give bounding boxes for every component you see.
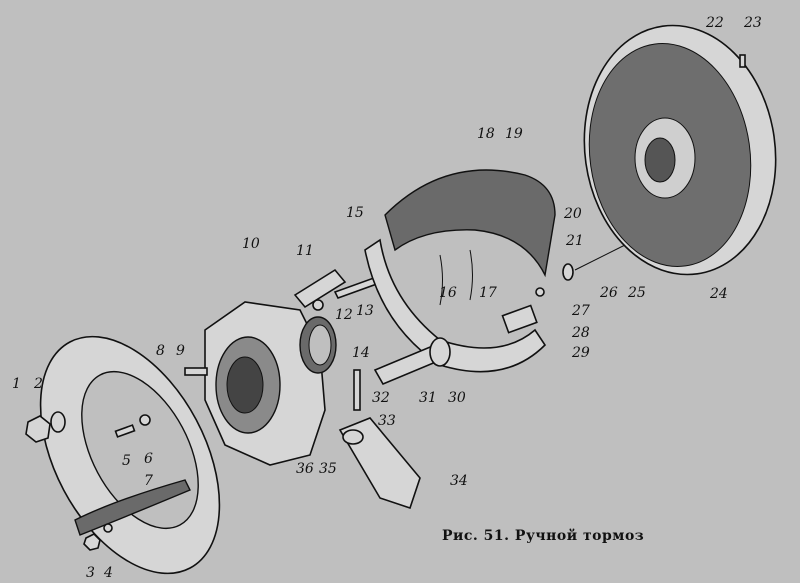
part-label-26: 26	[599, 285, 618, 301]
part-label-2: 2	[33, 376, 43, 392]
part-label-14: 14	[352, 345, 370, 361]
part-label-22: 22	[705, 15, 724, 31]
part-label-1: 1	[12, 376, 21, 392]
brake-cam	[373, 337, 451, 386]
part-label-6: 6	[144, 451, 153, 467]
part-label-5: 5	[122, 453, 131, 469]
part-label-28: 28	[571, 325, 590, 341]
part-label-24: 24	[709, 286, 728, 302]
part-label-36: 36	[296, 461, 314, 477]
bolt	[353, 369, 361, 411]
part-label-13: 13	[356, 303, 374, 319]
brake-disc	[39, 335, 221, 575]
part-label-32: 32	[372, 390, 390, 406]
part-label-20: 20	[563, 206, 582, 222]
part-label-35: 35	[319, 461, 337, 477]
part-label-18: 18	[477, 126, 495, 142]
part-label-34: 34	[450, 473, 468, 489]
brake-shoes	[364, 169, 556, 373]
nut-and-washer	[25, 411, 66, 443]
part-label-3: 3	[86, 565, 95, 581]
seal-ring	[299, 316, 337, 374]
part-label-17: 17	[479, 285, 497, 301]
part-label-23: 23	[743, 15, 762, 31]
part-label-8: 8	[156, 343, 165, 359]
part-label-31: 31	[419, 390, 437, 406]
part-label-9: 9	[176, 343, 185, 359]
part-label-19: 19	[505, 126, 523, 142]
brake-housing	[184, 301, 326, 466]
part-label-21: 21	[565, 233, 584, 249]
part-label-16: 16	[439, 285, 457, 301]
part-label-4: 4	[103, 565, 113, 581]
part-label-12: 12	[335, 307, 353, 323]
small-bolts	[83, 414, 151, 551]
figure-caption: Рис. 51. Ручной тормоз	[442, 528, 645, 544]
part-label-10: 10	[242, 236, 260, 252]
part-label-29: 29	[571, 345, 590, 361]
part-label-11: 11	[296, 243, 314, 259]
brake-lever	[338, 417, 421, 510]
pin-washer	[501, 244, 626, 334]
part-label-33: 33	[378, 413, 396, 429]
part-label-27: 27	[571, 303, 590, 319]
part-label-30: 30	[448, 390, 466, 406]
brake-drum	[583, 24, 777, 276]
part-label-7: 7	[144, 473, 153, 489]
part-label-25: 25	[627, 285, 646, 301]
part-label-15: 15	[346, 205, 364, 221]
